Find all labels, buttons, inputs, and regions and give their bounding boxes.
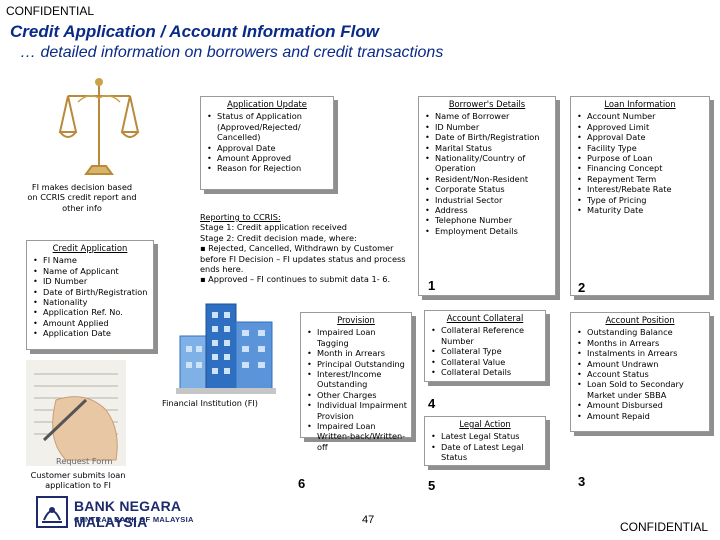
bnm-logo: BANK NEGARA MALAYSIA CENTRAL BANK OF MAL…	[36, 496, 256, 530]
list-item: Financing Concept	[577, 163, 705, 174]
list-item: Industrial Sector	[425, 195, 551, 206]
account-position-box: Account Position Outstanding Balance Mon…	[570, 312, 710, 432]
list-item: Other Charges	[307, 390, 407, 401]
list-item: Months in Arrears	[577, 338, 705, 349]
list-item: Nationality/Country of Operation	[425, 153, 551, 174]
step-number-2: 2	[578, 280, 586, 295]
step-number-3: 3	[578, 474, 586, 489]
borrowers-details-box: Borrower's Details Name of Borrower ID N…	[418, 96, 556, 296]
list-item: ID Number	[33, 276, 149, 287]
list-item: Marital Status	[425, 143, 551, 154]
account-collateral-box: Account Collateral Collateral Reference …	[424, 310, 546, 382]
reporting-line: ▪ Approved – FI continues to submit data…	[200, 274, 391, 285]
list-item: Application Ref. No.	[33, 307, 149, 318]
list-item: Loan Sold to Secondary Market under SBBA	[577, 379, 705, 400]
provision-box: Provision Impaired Loan Tagging Month in…	[300, 312, 412, 452]
list-item: Maturity Date	[577, 205, 705, 216]
list-item: Resident/Non-Resident	[425, 174, 551, 185]
application-update-box: Application Update Status of Application…	[200, 96, 334, 190]
customer-submits-text: Customer submits loan application to FI	[30, 470, 126, 491]
account-collateral-title: Account Collateral	[446, 313, 524, 323]
provision-title: Provision	[337, 315, 375, 325]
page-subtitle: … detailed information on borrowers and …	[20, 44, 444, 61]
page-number: 47	[362, 514, 375, 526]
list-item: Amount Undrawn	[577, 359, 705, 370]
list-item: ID Number	[425, 122, 551, 133]
bank-name: BANK NEGARA MALAYSIA	[74, 498, 181, 530]
list-item: Impaired Loan Written-back/Written-off	[307, 421, 407, 452]
page-title: Credit Application / Account Information…	[10, 22, 379, 41]
list-item: Nationality	[33, 297, 149, 308]
loan-information-title: Loan Information	[604, 99, 676, 109]
loan-information-box: Loan Information Account Number Approved…	[570, 96, 710, 296]
list-item: Reason for Rejection	[207, 163, 329, 174]
step-number-5: 5	[428, 478, 436, 493]
account-position-title: Account Position	[605, 315, 675, 325]
list-item: Amount Applied	[33, 318, 149, 329]
legal-action-title: Legal Action	[459, 419, 511, 429]
reporting-line: ▪ Rejected, Cancelled, Withdrawn by Cust…	[200, 243, 406, 275]
list-item: Type of Pricing	[577, 195, 705, 206]
list-item: Individual Impairment Provision	[307, 400, 407, 421]
list-item: Impaired Loan Tagging	[307, 327, 407, 348]
list-item: Address	[425, 205, 551, 216]
financial-institution-label: Financial Institution (FI)	[162, 398, 259, 408]
list-item: FI Name	[33, 255, 149, 266]
list-item: Amount Approved	[207, 153, 329, 164]
fi-decision-text: FI makes decision based on CCRIS credit …	[27, 182, 137, 213]
reporting-line: Stage 1: Credit application received	[200, 222, 347, 233]
step-number-4: 4	[428, 396, 436, 411]
list-item: Amount Disbursed	[577, 400, 705, 411]
request-form-label: Request Form	[56, 456, 113, 466]
list-item: Account Status	[577, 369, 705, 380]
list-item: Repayment Term	[577, 174, 705, 185]
reporting-line: Stage 2: Credit decision made, where:	[200, 232, 357, 243]
list-item: Instalments in Arrears	[577, 348, 705, 359]
list-item: Employment Details	[425, 226, 551, 237]
legal-action-box: Legal Action Latest Legal Status Date of…	[424, 416, 546, 466]
list-item: Telephone Number	[425, 215, 551, 226]
application-update-title: Application Update	[227, 99, 307, 109]
hand-writing-form-icon	[26, 360, 126, 466]
list-item: Month in Arrears	[307, 348, 407, 359]
list-item: Approved Limit	[577, 122, 705, 133]
list-item: Outstanding Balance	[577, 327, 705, 338]
scales-of-justice-icon	[58, 78, 140, 175]
bnm-emblem-icon	[36, 496, 68, 528]
list-item: Collateral Details	[431, 367, 541, 378]
list-item: Collateral Value	[431, 357, 541, 368]
list-item: Name of Borrower	[425, 111, 551, 122]
list-item: Date of Birth/Registration	[425, 132, 551, 143]
list-item: Amount Repaid	[577, 411, 705, 422]
confidential-label-bottom: CONFIDENTIAL	[619, 520, 708, 534]
list-item: Interest/Income Outstanding	[307, 369, 407, 390]
confidential-label-top: CONFIDENTIAL	[6, 4, 95, 18]
list-item: Collateral Type	[431, 346, 541, 357]
borrowers-details-title: Borrower's Details	[448, 99, 526, 109]
list-item: Principal Outstanding	[307, 359, 407, 370]
list-item: Facility Type	[577, 143, 705, 154]
list-item: Application Date	[33, 328, 149, 339]
list-item: Approval Date	[577, 132, 705, 143]
credit-application-box: Credit Application FI Name Name of Appli…	[26, 240, 154, 350]
list-item: Purpose of Loan	[577, 153, 705, 164]
list-item: Account Number	[577, 111, 705, 122]
reporting-heading: Reporting to CCRIS:	[200, 212, 281, 222]
step-number-1: 1	[428, 278, 436, 293]
list-item: Corporate Status	[425, 184, 551, 195]
list-item: Date of Birth/Registration	[33, 287, 149, 298]
list-item: Approval Date	[207, 143, 329, 154]
list-item: Interest/Rebate Rate	[577, 184, 705, 195]
list-item: Date of Latest Legal Status	[431, 442, 541, 463]
step-number-6: 6	[298, 476, 306, 491]
credit-application-title: Credit Application	[52, 243, 128, 253]
list-item: Status of Application (Approved/Rejected…	[207, 111, 329, 142]
list-item: Latest Legal Status	[431, 431, 541, 442]
list-item: Name of Applicant	[33, 266, 149, 277]
bank-subtitle: CENTRAL BANK OF MALAYSIA	[74, 515, 194, 524]
building-icon	[176, 303, 276, 394]
list-item: Collateral Reference Number	[431, 325, 541, 346]
reporting-to-ccris: Reporting to CCRIS: Stage 1: Credit appl…	[200, 212, 410, 285]
